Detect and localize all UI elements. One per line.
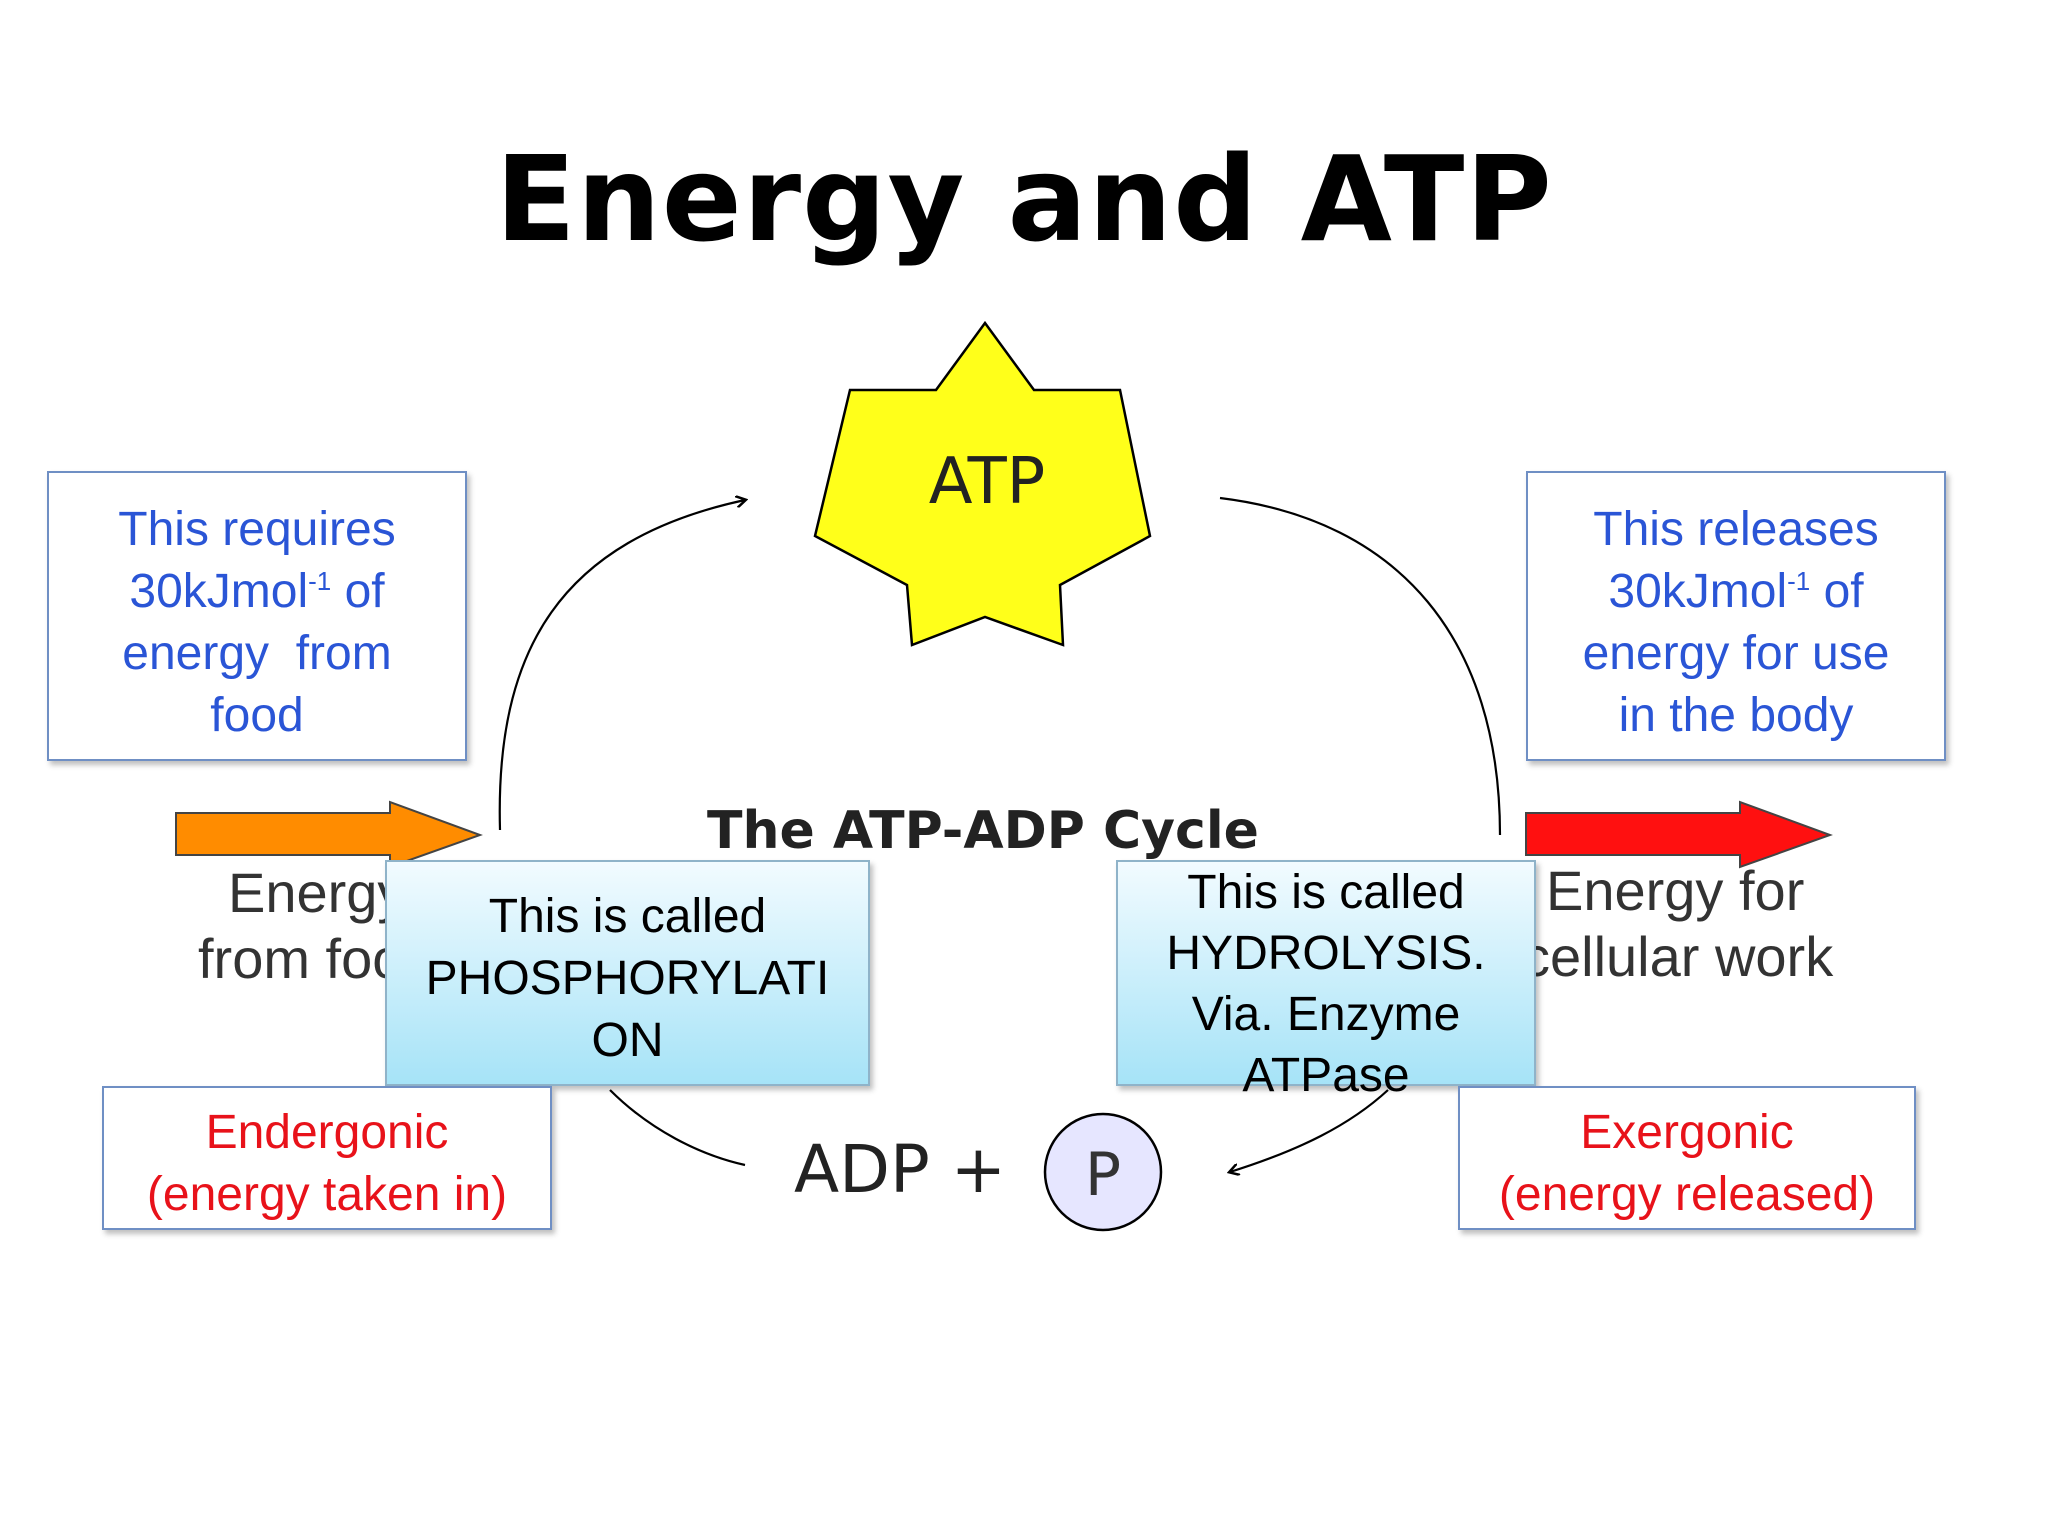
- cycle-title: The ATP-ADP Cycle: [707, 801, 1259, 861]
- energy-for-work-line-1: Energy for: [1546, 859, 1805, 922]
- phosphorylation-line-1: This is called: [488, 890, 767, 943]
- energy-required-line-3: energy from: [122, 627, 392, 680]
- energy-required-line-2: 30kJmol-1 of: [49, 561, 465, 623]
- energy-released-exponent: -1: [1787, 566, 1811, 596]
- hydrolysis-line-1: This is called: [1187, 866, 1465, 919]
- hydrolysis-box: This is called HYDROLYSIS. Via. Enzyme A…: [1116, 860, 1536, 1102]
- phosphate-label: P: [1085, 1140, 1121, 1210]
- phosphate-circle: [1043, 1112, 1163, 1232]
- energy-for-work-line-2: cellular work: [1522, 925, 1834, 988]
- hydrolysis-line-2: HYDROLYSIS.: [1166, 927, 1486, 980]
- exergonic-box: Exergonic (energy released): [1458, 1086, 1916, 1230]
- hydrolysis-line-3: Via. Enzyme: [1191, 988, 1461, 1041]
- energy-released-line-1: This releases: [1593, 503, 1879, 556]
- phosphorylation-line-2: PHOSPHORYLATI: [425, 952, 830, 1005]
- atp-star: [813, 320, 1152, 647]
- energy-required-value: 30kJmol: [129, 565, 309, 618]
- hydrolysis-line-4: ATPase: [1242, 1049, 1410, 1102]
- energy-for-cellular-work-label: Energy for cellular work: [1522, 858, 1833, 990]
- endergonic-line-2: (energy taken in): [146, 1168, 508, 1221]
- cycle-arc-top-right: [1219, 496, 1502, 836]
- cycle-arc-bottom-right: [1230, 1089, 1389, 1172]
- phosphorylation-line-3: ON: [591, 1014, 664, 1067]
- energy-required-box: This requires 30kJmol-1 of energy from f…: [47, 471, 467, 761]
- energy-released-value: 30kJmol: [1608, 565, 1788, 618]
- endergonic-box: Endergonic (energy taken in): [102, 1086, 552, 1230]
- cycle-arc-top-left: [498, 500, 745, 831]
- atp-label: ATP: [929, 445, 1046, 519]
- energy-required-exponent: -1: [308, 566, 332, 596]
- energy-released-line-2: 30kJmol-1 of: [1528, 561, 1944, 623]
- energy-released-of: of: [1810, 565, 1864, 618]
- exergonic-line-2: (energy released): [1498, 1168, 1876, 1221]
- energy-released-box: This releases 30kJmol-1 of energy for us…: [1526, 471, 1946, 761]
- energy-required-line-4: food: [210, 689, 304, 742]
- page-title: Energy and ATP: [495, 130, 1553, 268]
- endergonic-line-1: Endergonic: [205, 1106, 449, 1159]
- adp-label: ADP +: [794, 1131, 1006, 1208]
- energy-released-line-3: energy for use: [1582, 627, 1890, 680]
- energy-out-arrow: [1525, 800, 1833, 869]
- cycle-arc-bottom-left: [609, 1089, 746, 1167]
- energy-from-food-line-1: Energy: [228, 861, 406, 924]
- energy-in-arrow: [175, 800, 483, 869]
- phosphorylation-box: This is called PHOSPHORYLATI ON: [385, 860, 870, 1086]
- exergonic-line-1: Exergonic: [1580, 1106, 1794, 1159]
- energy-required-line-1: This requires: [118, 503, 396, 556]
- energy-released-line-4: in the body: [1618, 689, 1854, 742]
- energy-required-of: of: [331, 565, 385, 618]
